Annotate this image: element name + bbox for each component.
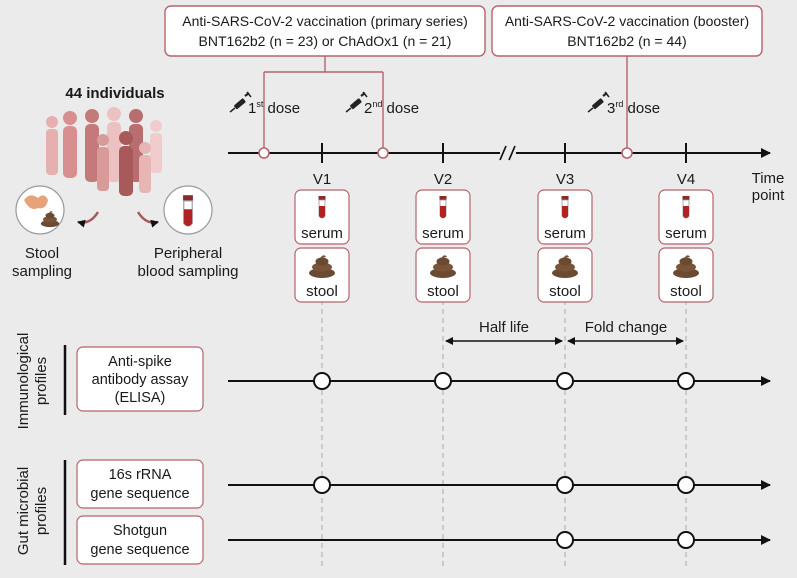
stool-arrow <box>77 211 100 228</box>
rrna-point-v1 <box>313 476 331 494</box>
stool-label: stool <box>670 283 702 300</box>
blood-tube-icon <box>682 195 690 219</box>
dose-label-3: 3rd dose <box>607 99 660 117</box>
stool-label: stool <box>306 283 338 300</box>
assay-box-shotgun: Shotgun gene sequence <box>76 515 204 565</box>
booster-title: Anti-SARS-CoV-2 vaccination (booster) <box>505 13 749 29</box>
stool-sampling-line2: sampling <box>12 263 72 280</box>
serum-label: serum <box>422 225 464 242</box>
shotgun-line1: Shotgun <box>113 523 167 539</box>
sample-card-v1: serum stool <box>294 189 350 303</box>
people-illustration <box>46 107 162 196</box>
blood-tube-icon <box>318 195 326 219</box>
group-label-gut: Gut microbialprofiles <box>15 467 50 555</box>
time-axis-label-line2: point <box>752 187 785 204</box>
cohort-title: 44 individuals <box>65 85 164 102</box>
booster-vaccine: BNT162b2 (n = 44) <box>567 33 686 49</box>
visit-label-v2: V2 <box>434 171 452 188</box>
stool-label: stool <box>549 283 581 300</box>
serum-label: serum <box>544 225 586 242</box>
primary-series-title: Anti-SARS-CoV-2 vaccination (primary ser… <box>182 13 468 29</box>
sample-card-v2: serum stool <box>415 189 471 303</box>
time-axis-label-line1: Time <box>752 170 785 187</box>
rrna-line1: 16s rRNA <box>109 467 172 483</box>
dose-marker-2 <box>377 147 389 159</box>
blood-tube-icon <box>561 195 569 219</box>
sample-card-v3: serum stool <box>537 189 593 303</box>
shotgun-line2: gene sequence <box>90 542 189 558</box>
blood-sampling-line2: blood sampling <box>138 263 239 280</box>
elisa-line1: Anti-spike <box>108 354 172 370</box>
rrna-point-v4 <box>677 476 695 494</box>
assay-box-16s: 16s rRNA gene sequence <box>76 459 204 509</box>
sample-card-v4: serum stool <box>658 189 714 303</box>
dose-label-2: 2nd dose <box>364 99 419 117</box>
serum-label: serum <box>665 225 707 242</box>
fold-change-label: Fold change <box>585 319 668 336</box>
stool-sampling-icon <box>15 185 65 235</box>
visit-label-v4: V4 <box>677 171 695 188</box>
visit-guides <box>321 300 687 570</box>
dose-marker-3 <box>621 147 633 159</box>
visit-ticks <box>321 143 687 163</box>
blood-arrow <box>136 211 159 228</box>
elisa-point-v4 <box>677 372 695 390</box>
blood-sampling-line1: Peripheral <box>154 245 222 262</box>
rrna-point-v3 <box>556 476 574 494</box>
elisa-line2: antibody assay <box>92 372 189 388</box>
assay-box-elisa: Anti-spike antibody assay (ELISA) <box>76 346 204 412</box>
axis-break <box>499 145 516 161</box>
elisa-point-v1 <box>313 372 331 390</box>
visit-label-v1: V1 <box>313 171 331 188</box>
group-label-immunological: Immunologicalprofiles <box>15 333 50 430</box>
syringe-icon <box>586 90 611 114</box>
elisa-point-v3 <box>556 372 574 390</box>
rrna-line2: gene sequence <box>90 486 189 502</box>
dose-marker-1 <box>258 147 270 159</box>
stool-sampling-line1: Stool <box>25 245 59 262</box>
blood-tube-icon <box>439 195 447 219</box>
visit-label-v3: V3 <box>556 171 574 188</box>
shotgun-point-v3 <box>556 531 574 549</box>
elisa-line3: (ELISA) <box>115 390 166 406</box>
shotgun-point-v4 <box>677 531 695 549</box>
primary-bracket <box>263 56 384 148</box>
blood-sampling-icon <box>163 185 213 235</box>
elisa-point-v2 <box>434 372 452 390</box>
stool-label: stool <box>427 283 459 300</box>
dose-label-1: 1st dose <box>248 99 300 117</box>
primary-series-vaccines: BNT162b2 (n = 23) or ChAdOx1 (n = 21) <box>199 33 452 49</box>
serum-label: serum <box>301 225 343 242</box>
half-life-label: Half life <box>479 319 529 336</box>
